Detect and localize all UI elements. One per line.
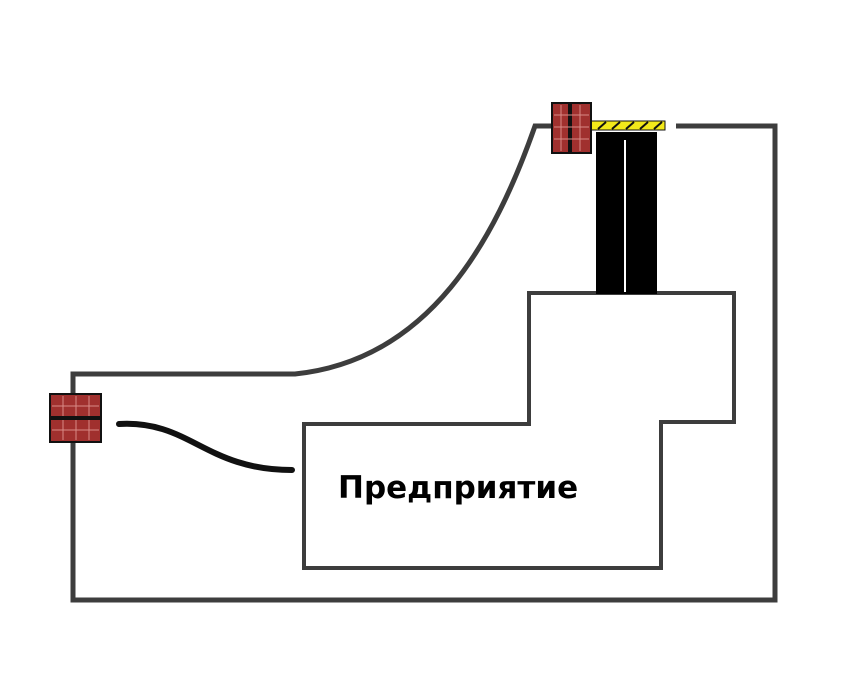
cable-line [116, 420, 295, 473]
brick-gate-icon [551, 102, 592, 154]
brick-gate-icon [49, 393, 102, 443]
barrier-arm-icon [590, 120, 666, 131]
road-surface [596, 132, 657, 294]
enterprise-building [302, 291, 736, 570]
building-label: Предприятие [338, 470, 578, 506]
access-road [596, 132, 657, 294]
perimeter-fence [70, 123, 778, 603]
